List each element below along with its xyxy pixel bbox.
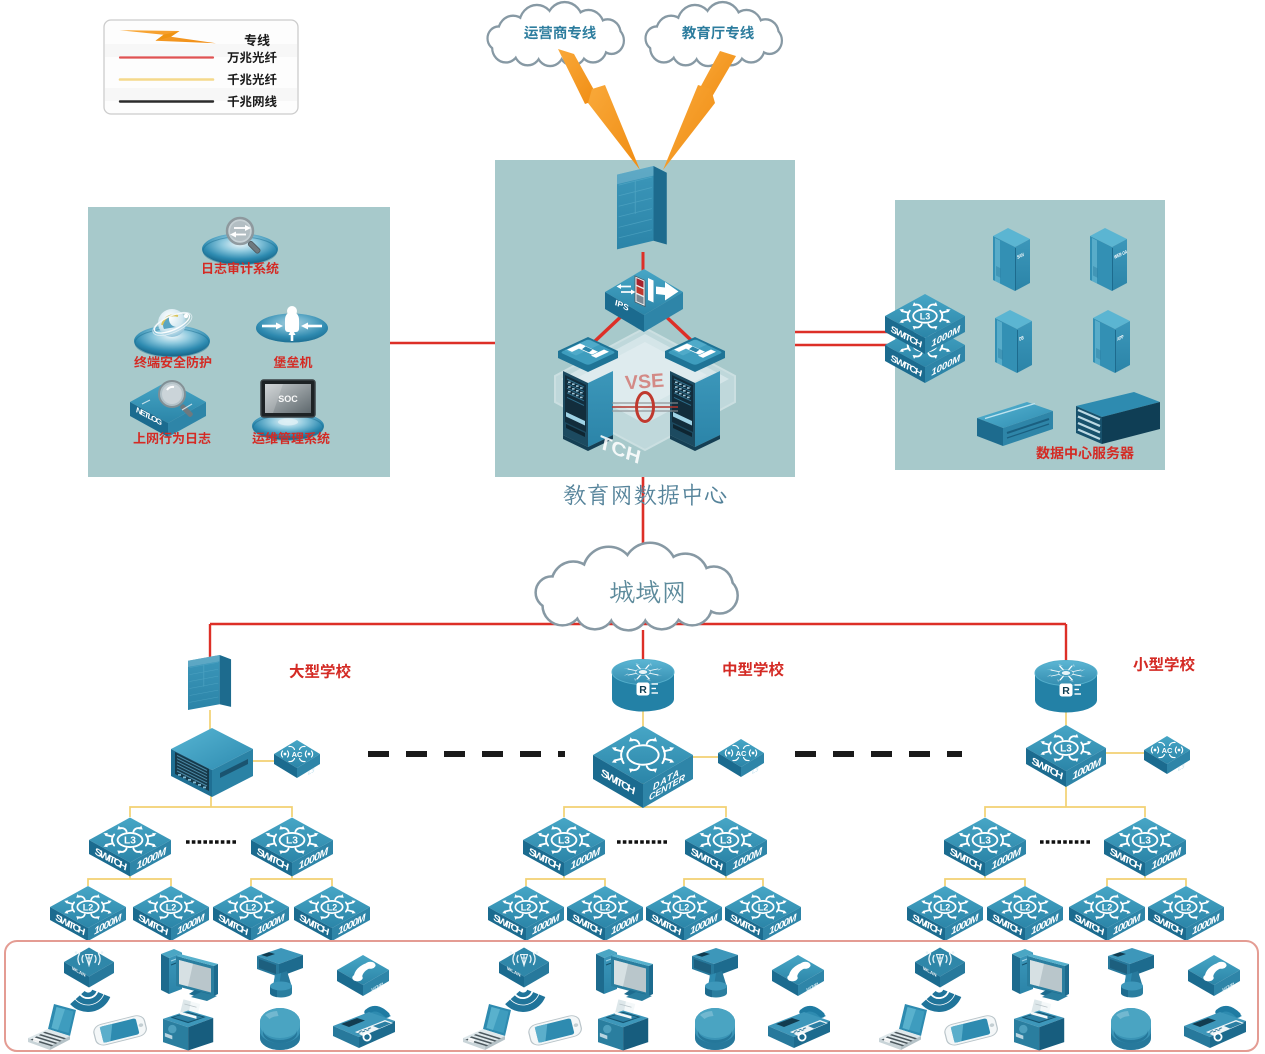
svg-text:L2: L2	[1020, 902, 1031, 912]
svg-text:L3: L3	[1139, 836, 1151, 847]
svg-text:L3: L3	[308, 767, 315, 776]
svg-text:DB: DB	[1019, 334, 1024, 342]
svg-text:L2: L2	[758, 902, 769, 912]
svg-text:VSE: VSE	[624, 370, 664, 395]
svg-text:SOC: SOC	[278, 394, 298, 404]
svg-text:L3: L3	[1178, 763, 1185, 772]
svg-text:R: R	[1062, 685, 1070, 697]
svg-text:L2: L2	[1102, 902, 1113, 912]
svg-text:R: R	[639, 684, 647, 696]
svg-text:L2: L2	[600, 902, 611, 912]
svg-text:AC: AC	[292, 750, 303, 759]
svg-text:AC: AC	[1162, 746, 1173, 755]
svg-text:APP: APP	[1117, 333, 1124, 342]
svg-text:L3: L3	[124, 836, 136, 847]
svg-text:WEB·OA: WEB·OA	[1114, 248, 1128, 260]
svg-text:AC: AC	[736, 749, 747, 758]
svg-text:L3: L3	[1060, 744, 1072, 755]
svg-text:L3: L3	[920, 311, 931, 321]
svg-text:L2: L2	[1181, 902, 1192, 912]
svg-text:L2: L2	[246, 902, 257, 912]
svg-text:SAN: SAN	[1017, 251, 1025, 260]
svg-text:L3: L3	[720, 836, 732, 847]
svg-text:L3: L3	[558, 836, 570, 847]
svg-text:L2: L2	[679, 902, 690, 912]
svg-text:L2: L2	[166, 902, 177, 912]
svg-text:L2: L2	[83, 902, 94, 912]
svg-text:L3: L3	[286, 836, 298, 847]
svg-text:L3: L3	[979, 836, 991, 847]
svg-text:L2: L2	[327, 902, 338, 912]
svg-text:L2: L2	[521, 902, 532, 912]
svg-text:L2: L2	[940, 902, 951, 912]
svg-text:L3: L3	[752, 766, 759, 775]
